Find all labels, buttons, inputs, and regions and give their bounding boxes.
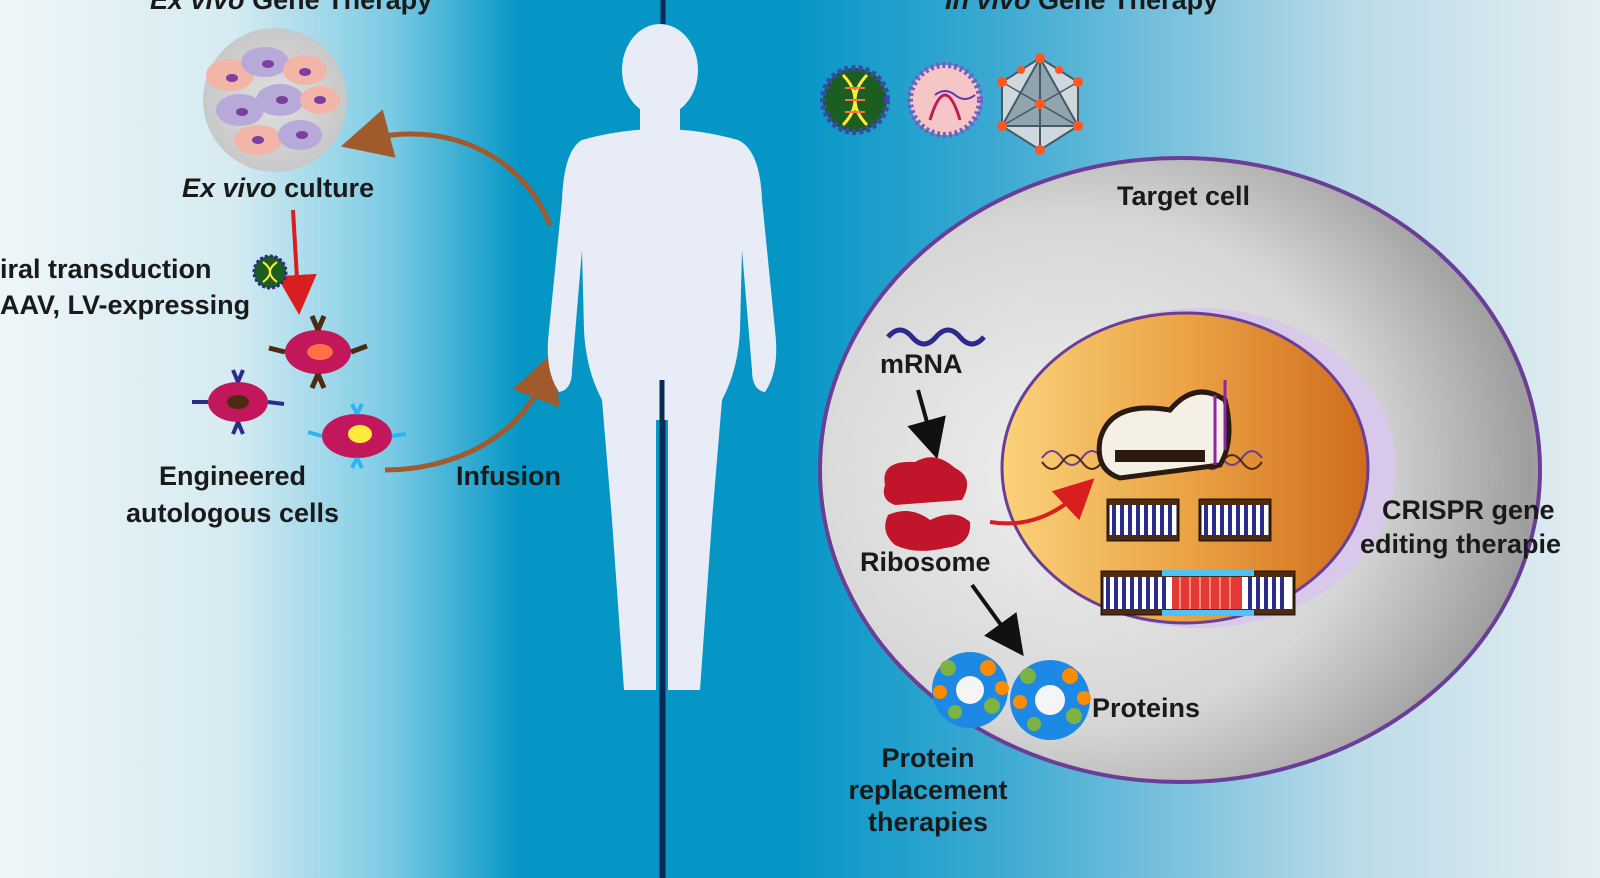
infusion-arrow xyxy=(384,351,560,473)
icosahedral-capsid-icon xyxy=(997,53,1083,155)
aav-virus-icon xyxy=(820,65,890,135)
ex-vivo-culture-label: Ex vivo culture xyxy=(182,173,375,203)
viral-transduction-label-line1: iral transduction xyxy=(0,254,212,284)
ribosome-icon xyxy=(883,457,971,551)
protein-complex-icon xyxy=(932,652,1009,728)
mrna-strand-icon xyxy=(886,327,986,347)
transduction-arrow xyxy=(276,209,317,315)
crispr-label-line2: editing therapie xyxy=(1360,529,1562,559)
dna-duplex-icon xyxy=(1100,570,1296,616)
lipid-nanoparticle-icon xyxy=(907,62,983,138)
engineered-cells-label-line1: Engineered xyxy=(158,461,307,491)
protein-complex-icon xyxy=(1010,660,1091,740)
protein-replacement-label-line2: replacement xyxy=(848,775,1008,805)
engineered-cells-label-line2: autologous cells xyxy=(125,498,340,528)
proteins-label: Proteins xyxy=(1092,693,1201,723)
ex-vivo-title: Ex vivo Gene Therapy xyxy=(150,0,433,15)
cas9-complex-icon xyxy=(1041,380,1263,481)
ribosome-to-nucleus-arrow xyxy=(989,478,1095,526)
target-cell-label: Target cell xyxy=(1117,181,1251,211)
ribosome-label: Ribosome xyxy=(860,547,991,577)
viral-transduction-label-line2: AAV, LV-expressing xyxy=(0,290,251,320)
protein-replacement-label-line1: Protein xyxy=(881,743,975,773)
dna-duplex-icon xyxy=(1106,498,1180,542)
engineered-cell-icon xyxy=(268,315,368,389)
crispr-label-line1: CRISPR gene xyxy=(1382,495,1555,525)
dna-duplex-icon xyxy=(1198,498,1272,542)
infusion-label: Infusion xyxy=(456,461,561,491)
in-vivo-title: In vivo Gene Therapy xyxy=(945,0,1219,15)
ribosome-to-protein-arrow xyxy=(970,583,1024,657)
cell-culture-dish-icon xyxy=(203,28,347,172)
protein-replacement-label-line3: therapies xyxy=(867,807,989,837)
engineered-cell-icon xyxy=(192,369,285,435)
mrna-to-ribosome-arrow xyxy=(907,389,946,460)
return-arrow xyxy=(340,109,553,226)
mrna-label: mRNA xyxy=(880,349,963,379)
virus-vector-icon xyxy=(252,254,288,290)
engineered-cell-icon xyxy=(307,403,407,469)
